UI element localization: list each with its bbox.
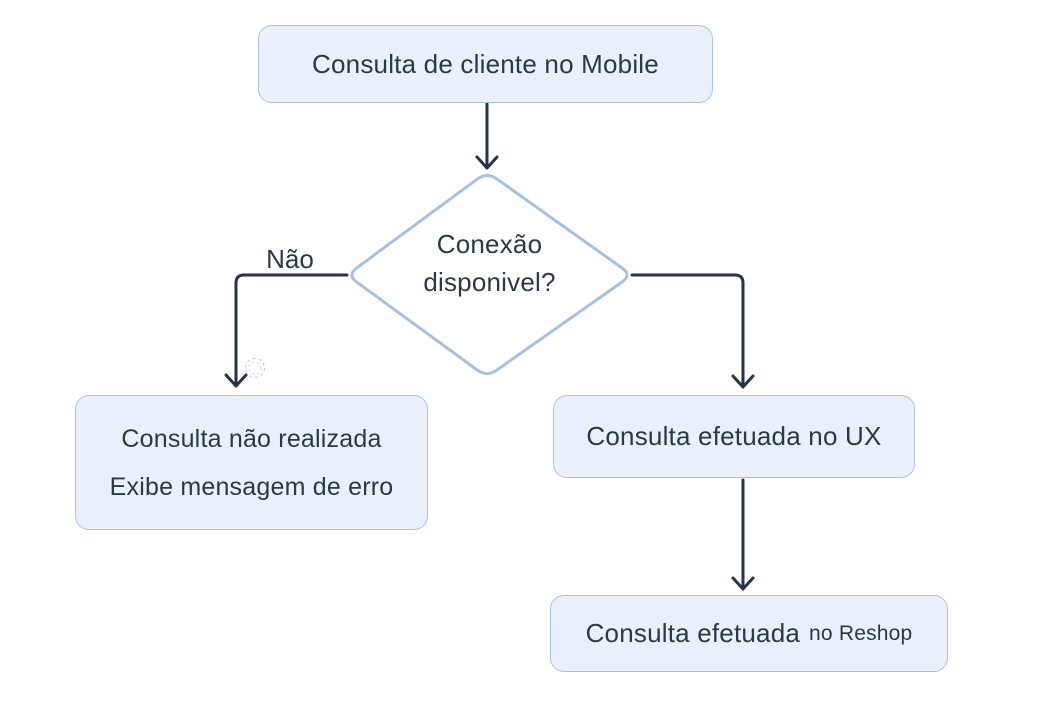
node-decision-line2: disponivel? bbox=[423, 266, 556, 297]
node-decision-line1: Conexão bbox=[436, 228, 543, 259]
arrowhead-down-icon bbox=[731, 374, 755, 389]
node-decision[interactable]: Conexão disponivel? bbox=[347, 160, 632, 365]
arrowhead-down-icon bbox=[224, 373, 248, 388]
edge-start-to-decision bbox=[475, 102, 499, 170]
node-reshop-label-suffix: no Reshop bbox=[809, 621, 913, 645]
edge-ux-to-reshop bbox=[731, 478, 755, 591]
click-indicator-icon bbox=[244, 357, 266, 379]
node-reshop[interactable]: Consulta efetuada no Reshop bbox=[550, 595, 948, 672]
node-ux-label: Consulta efetuada no UX bbox=[586, 421, 882, 451]
arrowhead-down-icon bbox=[731, 576, 755, 591]
node-start[interactable]: Consulta de cliente no Mobile bbox=[258, 25, 713, 103]
edge-decision-to-error bbox=[224, 273, 349, 388]
node-start-label: Consulta de cliente no Mobile bbox=[312, 48, 659, 79]
edge-decision-to-ux bbox=[630, 273, 755, 389]
node-ux[interactable]: Consulta efetuada no UX bbox=[553, 395, 915, 478]
edge-label-nao: Não bbox=[266, 243, 314, 274]
node-reshop-label-main: Consulta efetuada bbox=[585, 618, 801, 648]
node-error-line2: Exibe mensagem de erro bbox=[109, 472, 394, 501]
node-error-line1: Consulta não realizada bbox=[121, 424, 382, 453]
node-error[interactable]: Consulta não realizada Exibe mensagem de… bbox=[75, 395, 428, 530]
